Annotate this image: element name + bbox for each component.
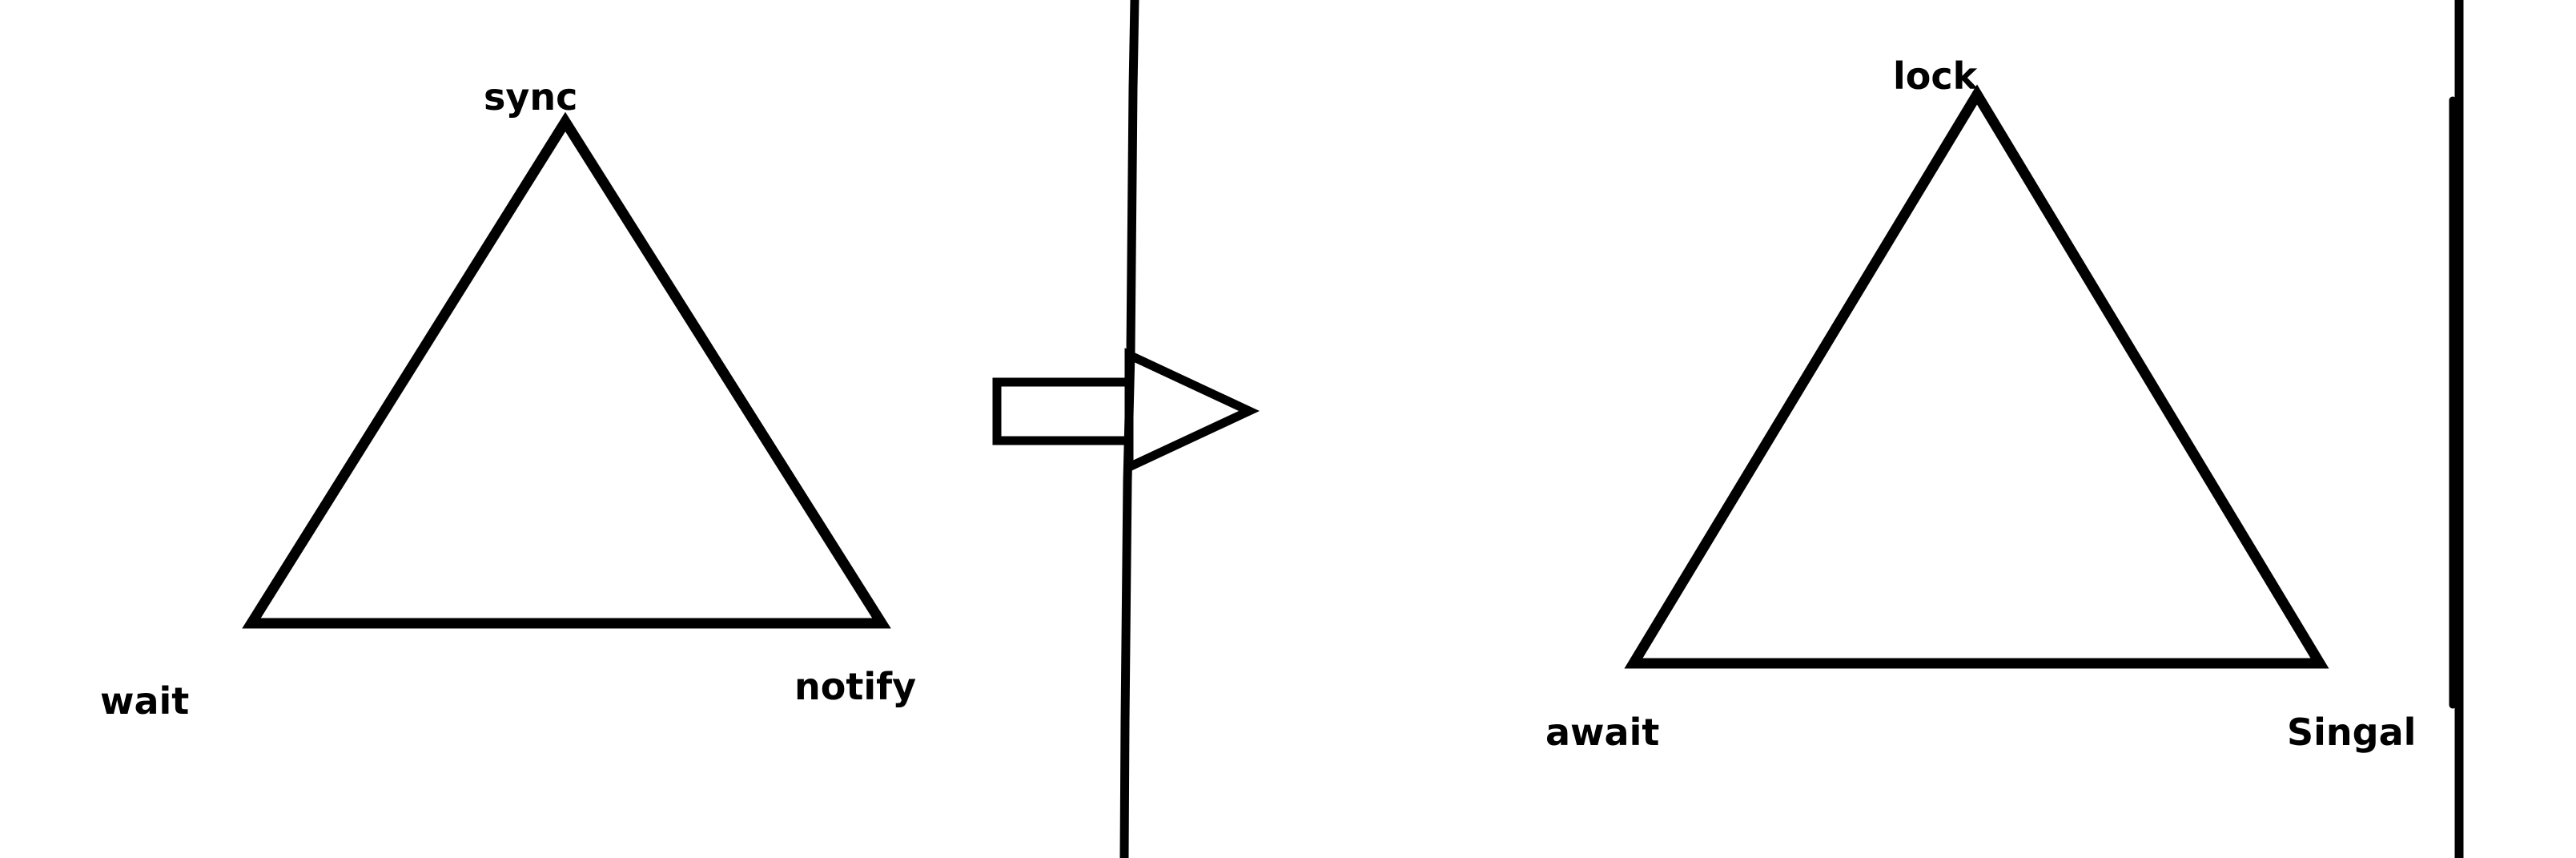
label-await: await — [1545, 711, 1659, 754]
label-singal: Singal — [2287, 711, 2416, 754]
label-sync: sync — [484, 75, 577, 119]
right-triangle — [1624, 84, 2329, 669]
label-wait: wait — [100, 679, 189, 723]
left-triangle-group: sync wait notify — [100, 75, 916, 723]
transform-arrow — [992, 348, 1260, 474]
left-triangle — [242, 111, 891, 629]
arrow-head — [1124, 348, 1260, 474]
label-lock: lock — [1893, 54, 1979, 98]
right-edge-lines — [2449, 0, 2464, 858]
right-triangle-group: lock await Singal — [1545, 54, 2416, 754]
label-notify: notify — [794, 665, 916, 708]
